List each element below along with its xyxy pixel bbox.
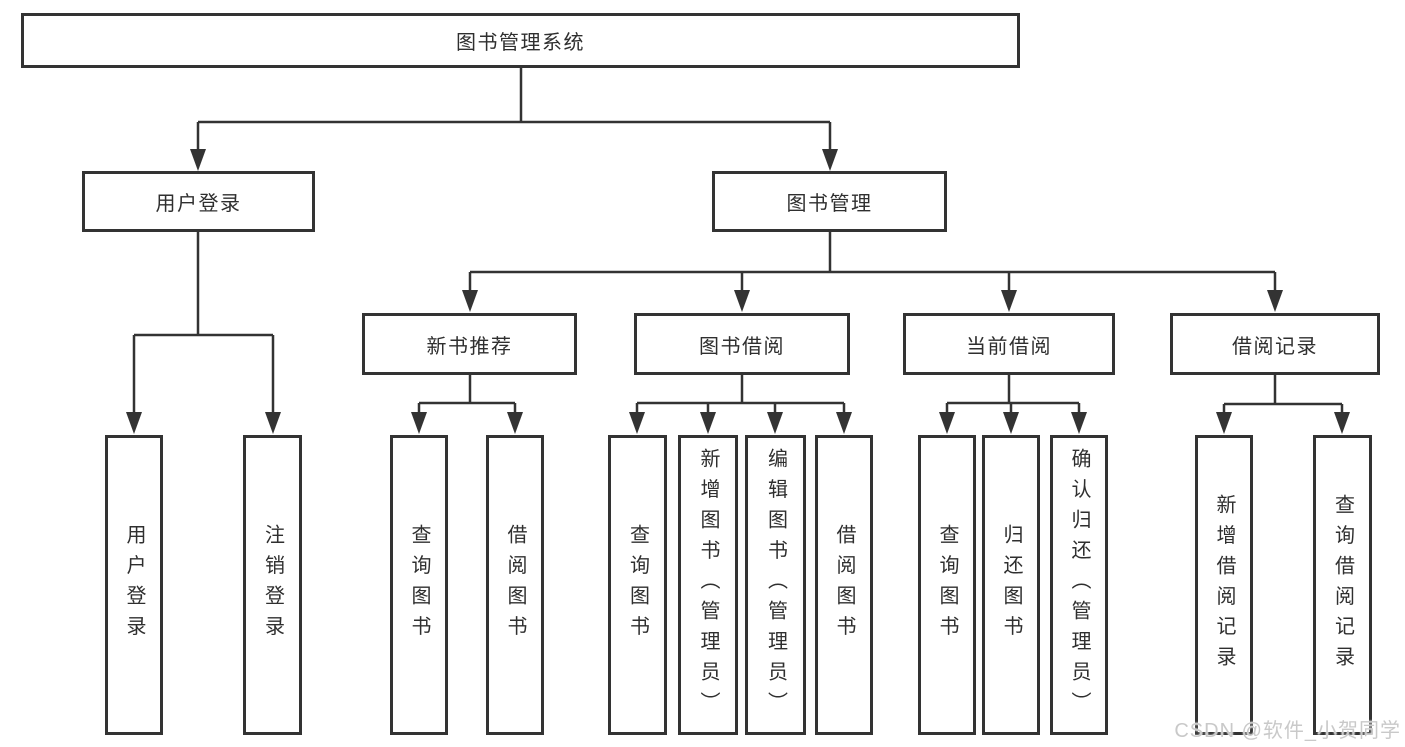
- leaf-edit-books-admin-label: 编辑图书（管理员）: [764, 448, 787, 722]
- leaf-add-borrow-record: 新增借阅记录: [1195, 435, 1253, 735]
- leaf-borrow-books: 借阅图书: [815, 435, 873, 735]
- csdn-watermark: CSDN @软件_小贺同学: [1174, 720, 1401, 742]
- leaf-query-borrow-record-label: 查询借阅记录: [1331, 493, 1354, 677]
- node-current-borrow-label: 当前借阅: [966, 335, 1052, 358]
- leaf-query-borrow-record: 查询借阅记录: [1313, 435, 1372, 735]
- leaf-user-login-label: 用户登录: [123, 524, 145, 646]
- leaf-borrow-query-books: 查询图书: [608, 435, 667, 735]
- leaf-borrow-query-books-label: 查询图书: [626, 524, 649, 646]
- leaf-confirm-return-admin: 确认归还（管理员）: [1050, 435, 1108, 735]
- leaf-current-query-books: 查询图书: [918, 435, 976, 735]
- leaf-confirm-return-admin-label: 确认归还（管理员）: [1068, 448, 1090, 722]
- node-current-borrow: 当前借阅: [903, 313, 1115, 375]
- leaf-logout: 注销登录: [243, 435, 302, 735]
- leaf-user-login: 用户登录: [105, 435, 163, 735]
- node-book-management-branch: 图书管理: [712, 171, 947, 232]
- leaf-borrow-books-label: 借阅图书: [833, 524, 855, 646]
- node-book-borrow-label: 图书借阅: [699, 335, 785, 358]
- leaf-recommend-query-books-label: 查询图书: [408, 524, 430, 646]
- leaf-current-query-books-label: 查询图书: [936, 524, 958, 646]
- node-user-login-branch-label: 用户登录: [155, 193, 242, 215]
- node-system-root-label: 图书管理系统: [456, 32, 585, 54]
- leaf-recommend-query-books: 查询图书: [390, 435, 448, 735]
- leaf-add-borrow-record-label: 新增借阅记录: [1213, 493, 1235, 677]
- leaf-recommend-borrow-books-label: 借阅图书: [504, 524, 526, 646]
- node-new-book-recommend: 新书推荐: [362, 313, 577, 375]
- node-book-management-branch-label: 图书管理: [786, 193, 873, 215]
- leaf-logout-label: 注销登录: [261, 524, 284, 646]
- leaf-add-books-admin: 新增图书（管理员）: [678, 435, 738, 735]
- leaf-return-books-label: 归还图书: [1000, 524, 1022, 646]
- node-new-book-recommend-label: 新书推荐: [426, 335, 513, 358]
- leaf-return-books: 归还图书: [982, 435, 1040, 735]
- node-user-login-branch: 用户登录: [82, 171, 315, 232]
- leaf-recommend-borrow-books: 借阅图书: [486, 435, 544, 735]
- leaf-add-books-admin-label: 新增图书（管理员）: [697, 448, 719, 722]
- node-borrow-records-label: 借阅记录: [1232, 335, 1318, 358]
- leaf-edit-books-admin: 编辑图书（管理员）: [745, 435, 806, 735]
- node-system-root: 图书管理系统: [21, 13, 1020, 68]
- node-book-borrow: 图书借阅: [634, 313, 850, 375]
- node-borrow-records: 借阅记录: [1170, 313, 1380, 375]
